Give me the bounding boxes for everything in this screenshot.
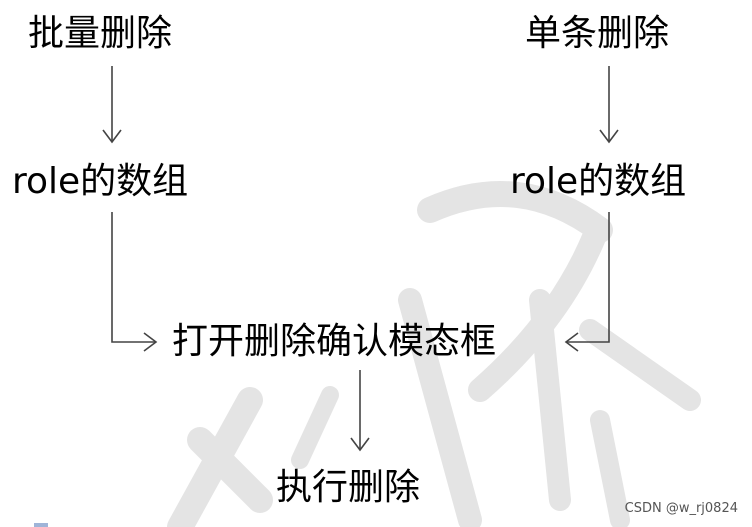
node-batch-delete: 批量删除 [28,13,173,54]
arrow-role-right-to-modal [564,212,610,352]
node-open-confirm-modal: 打开删除确认模态框 [172,321,497,362]
node-execute-delete: 执行删除 [276,467,421,508]
watermark-stroke [529,289,571,511]
node-single-delete: 单条删除 [525,13,670,54]
watermark-stroke [417,181,613,243]
arrow-single-to-role [599,66,619,144]
watermark-stroke [590,410,630,527]
watermark-credit: CSDN @w_rj0824 [624,501,738,516]
arrow-role-left-to-modal [111,212,158,352]
corner-mark [34,523,48,527]
watermark-stroke [167,387,263,527]
arrow-batch-to-role [102,66,122,144]
watermark-stroke [398,288,482,527]
arrow-modal-to-execute [350,370,370,452]
watermark-stroke [291,386,339,469]
node-role-array-left: role的数组 [12,161,189,202]
node-role-array-right: role的数组 [510,161,687,202]
